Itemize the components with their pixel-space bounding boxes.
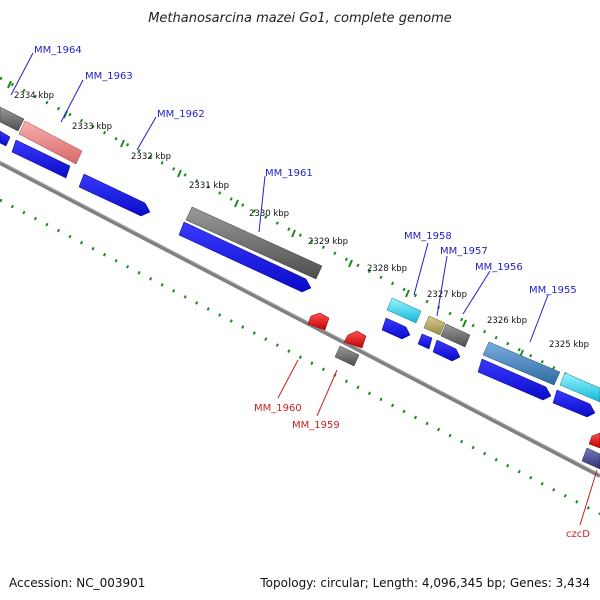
cds-arrow — [0, 130, 11, 147]
cds-arrow — [552, 389, 596, 418]
feature-bar — [386, 297, 422, 324]
cds-arrow — [178, 221, 312, 293]
gene-label: MM_1964 — [34, 45, 82, 56]
map-title: Methanosarcina mazei Go1, complete genom… — [148, 11, 452, 26]
kbp-label: 2332 kbp — [131, 152, 171, 162]
kbp-label: 2329 kbp — [308, 237, 348, 247]
gene-label: MM_1957 — [440, 246, 488, 257]
gene-label: MM_1956 — [475, 262, 523, 273]
feature-bar — [334, 345, 360, 367]
outer-tick-track — [0, 76, 600, 394]
major-ticks — [7, 80, 524, 358]
kbp-label: 2328 kbp — [367, 264, 407, 274]
cds-arrow — [417, 333, 433, 350]
cds-arrow — [381, 317, 411, 340]
kbp-label: 2327 kbp — [427, 290, 467, 300]
gene-label: MM_1961 — [265, 168, 313, 179]
feature-bar — [482, 341, 561, 386]
feature-bar — [581, 447, 600, 470]
feature-bar — [559, 372, 600, 403]
blue-leader-lines — [10, 52, 549, 343]
genome-backbone — [0, 161, 600, 478]
outer-features — [0, 106, 600, 403]
gene-label: MM_1962 — [157, 109, 205, 120]
blue-gene-labels: MM_1964 MM_1963 MM_1962 MM_1961 MM_1958 … — [34, 45, 577, 296]
gene-label: czcD — [566, 529, 590, 540]
kbp-label: 2325 kbp — [549, 340, 589, 350]
kbp-label: 2326 kbp — [487, 316, 527, 326]
feature-bar — [185, 206, 323, 280]
cds-arrow-reverse — [343, 330, 367, 349]
gene-label: MM_1959 — [292, 420, 340, 431]
kbp-labels: 2334 kbp 2333 kbp 2332 kbp 2331 kbp 2330… — [14, 91, 589, 350]
cds-arrow-reverse — [588, 432, 600, 449]
feature-bar — [440, 323, 471, 348]
cds-arrow-reverse — [307, 312, 330, 331]
forward-cds — [0, 130, 596, 418]
cds-arrow — [477, 358, 552, 401]
gene-label: MM_1955 — [529, 285, 577, 296]
cds-arrow — [11, 139, 71, 179]
kbp-label: 2334 kbp — [14, 91, 54, 101]
feature-bar — [0, 106, 25, 132]
gene-label: MM_1963 — [85, 71, 133, 82]
cds-arrow — [432, 339, 461, 362]
feature-bar — [423, 315, 446, 336]
reverse-cds — [307, 312, 600, 470]
gene-label: MM_1960 — [254, 403, 302, 414]
feature-bar — [18, 120, 83, 165]
accession-text: Accession: NC_003901 — [9, 576, 145, 590]
red-leader-lines — [277, 359, 598, 526]
kbp-label: 2331 kbp — [189, 181, 229, 191]
kbp-label: 2333 kbp — [72, 122, 112, 132]
inner-tick-track — [0, 198, 600, 516]
cds-arrow — [78, 173, 151, 217]
gene-label: MM_1958 — [404, 231, 452, 242]
genome-summary-text: Topology: circular; Length: 4,096,345 bp… — [259, 576, 590, 590]
red-gene-labels: MM_1960 MM_1959 czcD — [254, 403, 590, 540]
kbp-label: 2330 kbp — [249, 209, 289, 219]
